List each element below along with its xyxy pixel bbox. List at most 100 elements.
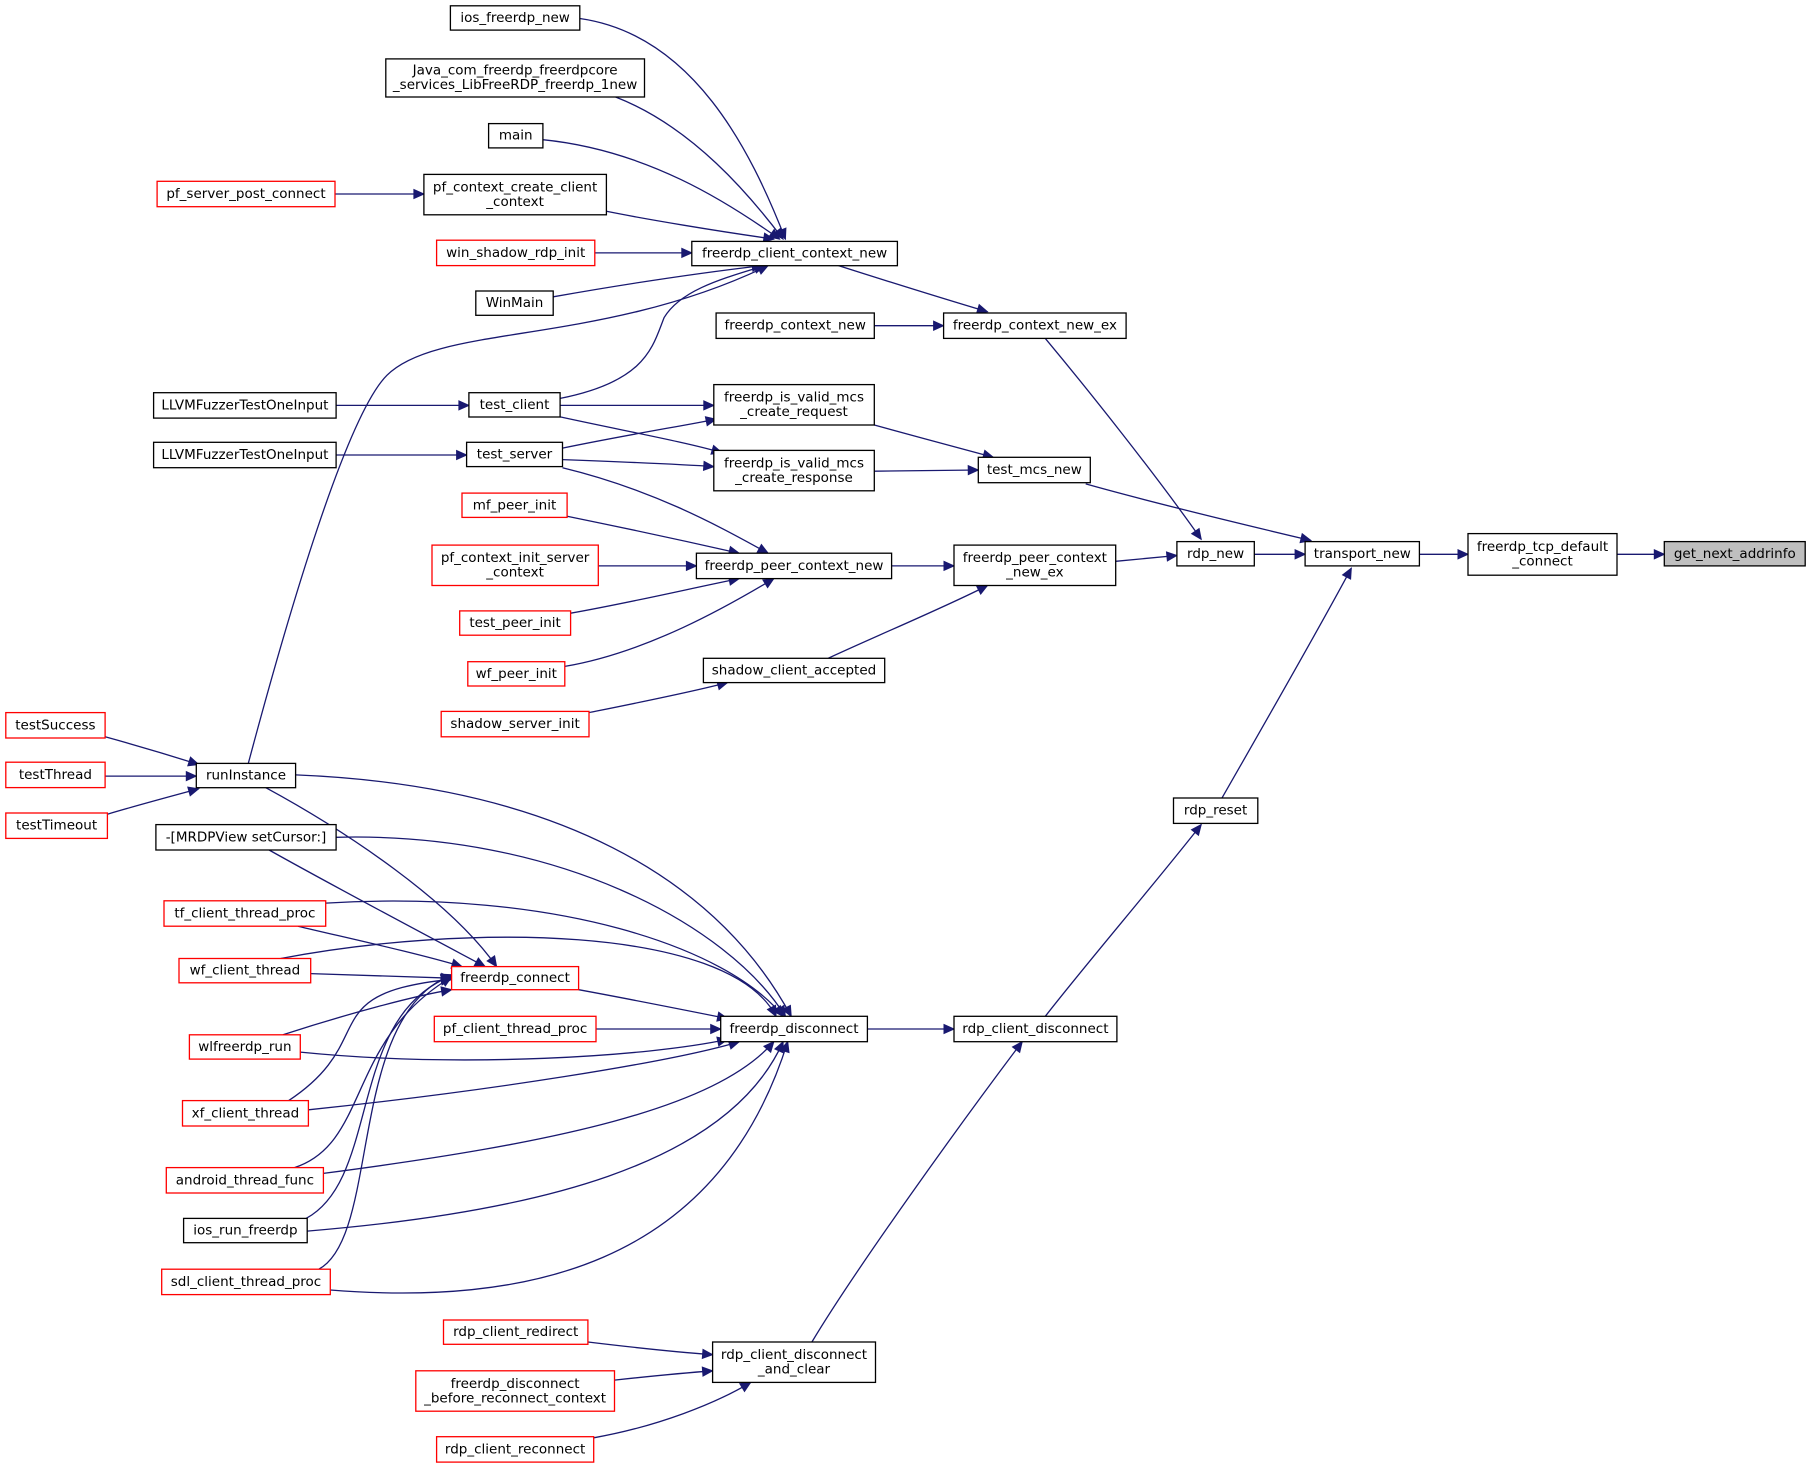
node-freerdp_context_new_ex[interactable]: freerdp_context_new_ex [942, 312, 1127, 340]
node-rdp_client_redirect[interactable]: rdp_client_redirect [442, 1319, 589, 1345]
node-box[interactable] [433, 1015, 597, 1043]
node-tf_client_thread_proc[interactable]: tf_client_thread_proc [163, 900, 327, 927]
node-box[interactable] [465, 441, 564, 468]
node-android_thread_func[interactable]: android_thread_func [165, 1166, 325, 1194]
node-box[interactable] [449, 5, 581, 31]
node-shadow_server_init[interactable]: shadow_server_init [440, 710, 590, 738]
node-box[interactable] [702, 657, 886, 684]
node-box[interactable] [195, 762, 297, 789]
node-testSuccess[interactable]: testSuccess [5, 711, 106, 739]
node-box[interactable] [461, 492, 568, 519]
node-box[interactable] [977, 456, 1091, 484]
node-wf_client_thread[interactable]: wf_client_thread [178, 957, 312, 984]
node-xf_client_thread[interactable]: xf_client_thread [181, 1099, 310, 1127]
node-rdp_new[interactable]: rdp_new [1176, 540, 1255, 567]
node-ios_freerdp_new[interactable]: ios_freerdp_new [449, 5, 581, 31]
node-pf_context_init_server_context[interactable]: pf_context_init_server_context [431, 544, 599, 587]
node-box[interactable] [435, 1436, 595, 1463]
node-pf_client_thread_proc[interactable]: pf_client_thread_proc [433, 1015, 597, 1043]
node-box[interactable] [450, 965, 580, 991]
node-shadow_client_accepted[interactable]: shadow_client_accepted [702, 657, 886, 684]
node-mf_peer_init[interactable]: mf_peer_init [461, 492, 568, 519]
node-LLVMFuzzerTestOneInput_2[interactable]: LLVMFuzzerTestOneInput [152, 441, 337, 469]
node-box[interactable] [713, 449, 875, 492]
node-box[interactable] [423, 173, 608, 216]
node-box[interactable] [385, 58, 646, 98]
node-test_peer_init[interactable]: test_peer_init [459, 610, 572, 636]
node-freerdp_peer_context_new_ex[interactable]: freerdp_peer_context_new_ex [953, 544, 1117, 587]
node-freerdp_context_new[interactable]: freerdp_context_new [715, 312, 875, 340]
node-box[interactable] [468, 392, 561, 418]
node-box[interactable] [152, 441, 337, 469]
node-box[interactable] [5, 761, 106, 789]
node-freerdp_tcp_default_connect[interactable]: freerdp_tcp_default_connect [1467, 532, 1618, 576]
node-java_com_freerdp[interactable]: Java_com_freerdp_freerdpcore_services_Li… [385, 58, 646, 98]
node-box[interactable] [1172, 797, 1259, 825]
node-win_shadow_rdp_init[interactable]: win_shadow_rdp_init [435, 239, 596, 267]
node-box[interactable] [435, 239, 596, 267]
node-box[interactable] [1304, 540, 1421, 567]
node-rdp_client_disconnect_and_clear[interactable]: rdp_client_disconnect_and_clear [711, 1341, 877, 1384]
node-box[interactable] [720, 1015, 869, 1043]
node-box[interactable] [691, 240, 899, 267]
node-rdp_client_reconnect[interactable]: rdp_client_reconnect [435, 1436, 595, 1463]
node-test_server[interactable]: test_server [465, 441, 564, 468]
node-box[interactable] [5, 711, 106, 739]
node-ios_run_freerdp[interactable]: ios_run_freerdp [182, 1217, 308, 1244]
node-transport_new[interactable]: transport_new [1304, 540, 1421, 567]
node-freerdp_peer_context_new[interactable]: freerdp_peer_context_new [695, 552, 893, 580]
node-freerdp_connect[interactable]: freerdp_connect [450, 965, 580, 991]
node-main[interactable]: main [487, 122, 544, 149]
node-box[interactable] [467, 661, 566, 687]
node-box[interactable] [711, 1341, 877, 1384]
node-testTimeout[interactable]: testTimeout [5, 812, 109, 840]
node-testThread[interactable]: testThread [5, 761, 106, 789]
node-freerdp_is_valid_mcs_create_request[interactable]: freerdp_is_valid_mcs_create_request [713, 383, 875, 426]
node-box[interactable] [953, 544, 1117, 587]
node-freerdp_client_context_new[interactable]: freerdp_client_context_new [691, 240, 899, 267]
node-box[interactable] [181, 1099, 310, 1127]
node-box[interactable] [152, 392, 337, 419]
node-box[interactable] [942, 312, 1127, 340]
node-box[interactable] [415, 1370, 616, 1412]
node-pf_server_post_connect[interactable]: pf_server_post_connect [156, 180, 336, 208]
node-box[interactable] [440, 710, 590, 738]
node-freerdp_disconnect_before_reconnect_context[interactable]: freerdp_disconnect_before_reconnect_cont… [415, 1370, 616, 1412]
node-box[interactable] [5, 812, 109, 840]
node-get_next_addrinfo[interactable]: get_next_addrinfo [1663, 540, 1806, 567]
node-freerdp_is_valid_mcs_create_response[interactable]: freerdp_is_valid_mcs_create_response [713, 449, 875, 492]
node-box[interactable] [431, 544, 599, 587]
node-wlfreerdp_run[interactable]: wlfreerdp_run [188, 1034, 301, 1060]
node-box[interactable] [1467, 532, 1618, 576]
node-box[interactable] [695, 552, 893, 580]
node-box[interactable] [459, 610, 572, 636]
node-wf_peer_init[interactable]: wf_peer_init [467, 661, 566, 687]
node-box[interactable] [1176, 540, 1255, 567]
node-box[interactable] [953, 1015, 1118, 1043]
node-runInstance[interactable]: runInstance [195, 762, 297, 789]
node-LLVMFuzzerTestOneInput_1[interactable]: LLVMFuzzerTestOneInput [152, 392, 337, 419]
node-box[interactable] [161, 1268, 331, 1296]
node-box[interactable] [163, 900, 327, 927]
node-box[interactable] [165, 1166, 325, 1194]
node-box[interactable] [475, 290, 554, 316]
node-rdp_reset[interactable]: rdp_reset [1172, 797, 1259, 825]
node-rdp_client_disconnect[interactable]: rdp_client_disconnect [953, 1015, 1118, 1043]
node-test_client[interactable]: test_client [468, 392, 561, 418]
node-box[interactable] [487, 122, 544, 149]
node-pf_context_create_client_context[interactable]: pf_context_create_client_context [423, 173, 608, 216]
node-box[interactable] [178, 957, 312, 984]
node-WinMain[interactable]: WinMain [475, 290, 554, 316]
node-box[interactable] [156, 180, 336, 208]
node-box[interactable] [713, 383, 875, 426]
node-box[interactable] [188, 1034, 301, 1060]
node-box[interactable] [442, 1319, 589, 1345]
node-box[interactable] [715, 312, 875, 340]
node-box[interactable] [155, 823, 337, 851]
node-test_mcs_new[interactable]: test_mcs_new [977, 456, 1091, 484]
node-freerdp_disconnect[interactable]: freerdp_disconnect [720, 1015, 869, 1043]
node-sdl_client_thread_proc[interactable]: sdl_client_thread_proc [161, 1268, 331, 1296]
node-box[interactable] [182, 1217, 308, 1244]
node-box[interactable] [1663, 540, 1806, 567]
node-mrdpview_setcursor[interactable]: -[MRDPView setCursor:] [155, 823, 337, 851]
